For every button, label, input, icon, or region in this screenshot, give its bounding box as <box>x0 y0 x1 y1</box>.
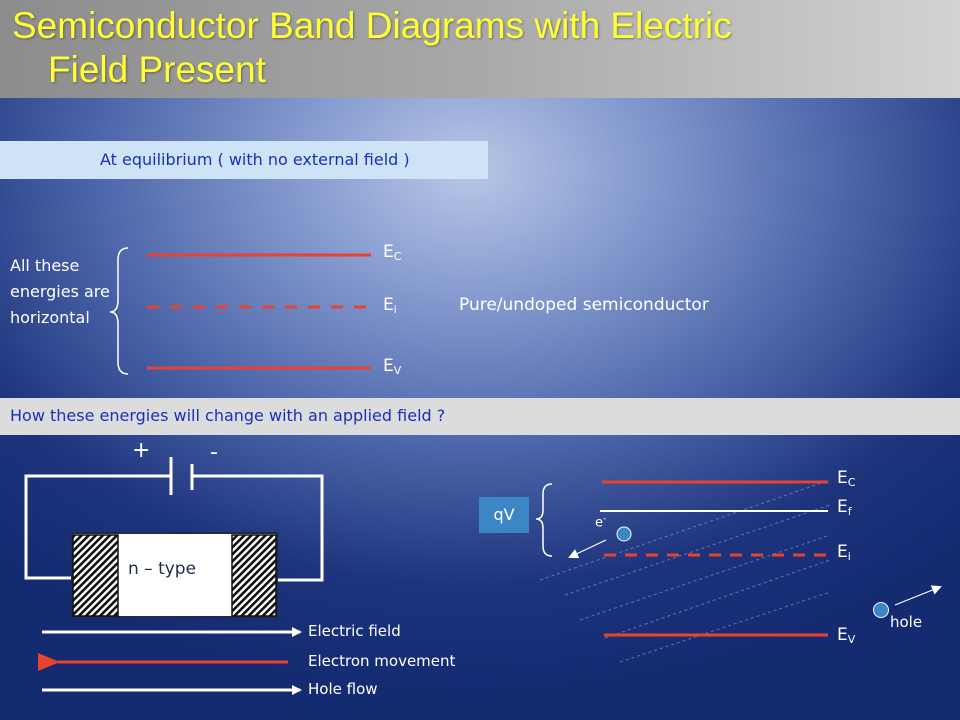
top-ec-label: EC <box>383 242 401 263</box>
top-ec-main: E <box>383 242 394 262</box>
battery-minus: - <box>210 440 218 465</box>
top-ev-label: EV <box>383 356 401 377</box>
top-bracket <box>109 247 129 375</box>
right-ev-sub: V <box>847 633 856 646</box>
right-ef-label: Ef <box>837 497 852 518</box>
right-ei-sub: i <box>847 550 851 563</box>
n-type-label: n – type <box>128 559 197 579</box>
hole-label: hole <box>890 613 923 631</box>
hole-circle <box>873 602 889 618</box>
right-ev-label: EV <box>837 625 855 646</box>
top-ev-sub: V <box>393 364 402 377</box>
right-ef-sub: f <box>847 505 852 518</box>
electron-label: e- <box>595 514 606 530</box>
top-ei-sub: i <box>393 303 397 316</box>
right-ei-main: E <box>837 542 848 562</box>
circuit-wire-right <box>192 474 324 582</box>
electron-drift-arrow <box>568 539 607 559</box>
equilibrium-text: At equilibrium ( with no external field … <box>100 150 410 169</box>
top-ei-label: Ei <box>383 295 397 316</box>
qv-bracket <box>535 483 553 557</box>
left-contact-hatched <box>72 534 119 617</box>
electron-movement-label: Electron movement <box>308 652 456 670</box>
bracket-note: All these energies are horizontal <box>10 256 110 327</box>
right-ef-main: E <box>837 497 848 517</box>
electron-circle <box>616 526 632 542</box>
equilibrium-box: At equilibrium ( with no external field … <box>0 141 488 179</box>
battery-plus: + <box>132 438 151 463</box>
right-ev-main: E <box>837 625 848 645</box>
title-line-2: Field Present <box>48 49 266 90</box>
top-ei-main: E <box>383 295 394 315</box>
slide-title: Semiconductor Band Diagrams with Electri… <box>12 4 952 92</box>
electron-label-sup: - <box>603 514 607 524</box>
pure-semiconductor-label: Pure/undoped semiconductor <box>459 295 709 315</box>
electron-label-main: e <box>595 515 603 531</box>
applied-field-box: How these energies will change with an a… <box>0 398 960 435</box>
right-ec-label: EC <box>837 468 855 489</box>
circuit-wire-left <box>24 474 171 580</box>
hole-drift-arrow <box>894 585 942 606</box>
title-bar: Semiconductor Band Diagrams with Electri… <box>0 0 960 98</box>
right-ei-label: Ei <box>837 542 851 563</box>
title-line-1: Semiconductor Band Diagrams with Electri… <box>12 5 732 46</box>
qv-label: qV <box>479 497 529 533</box>
hole-flow-label: Hole flow <box>308 680 378 698</box>
top-ec-sub: C <box>393 250 402 263</box>
right-ec-main: E <box>837 468 848 488</box>
top-ev-main: E <box>383 356 394 376</box>
electric-field-label: Electric field <box>308 622 401 640</box>
right-ec-sub: C <box>847 476 856 489</box>
tilted-band-guides <box>539 479 831 663</box>
right-contact-hatched <box>231 534 277 617</box>
applied-field-text: How these energies will change with an a… <box>10 406 446 425</box>
